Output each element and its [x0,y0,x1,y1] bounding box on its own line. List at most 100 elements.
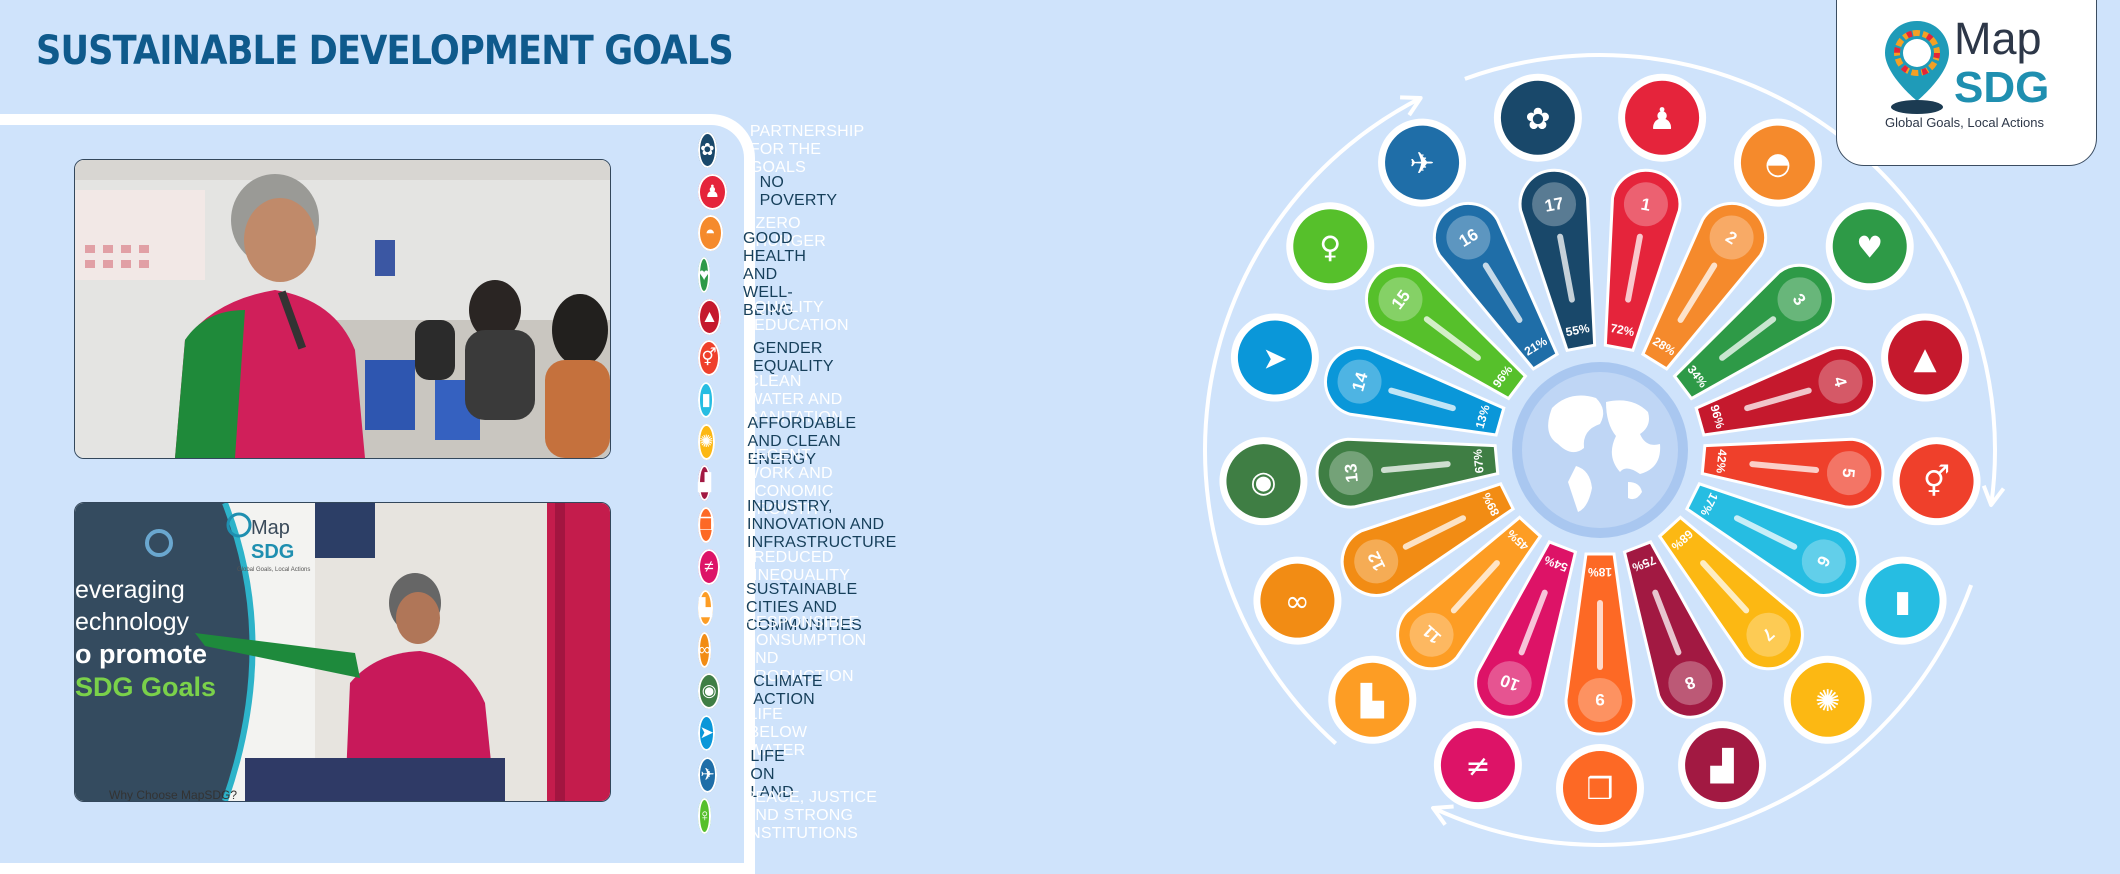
goal-item: ≠ REDUCED INEQUALITY [698,548,864,586]
goal-label: LIFE BELOW WATER [748,706,808,760]
goal-label: PEACE, JUSTICE AND STRONG INSTITUTIONS [744,789,878,843]
mapsdg-logo-card: Map SDG Global Goals, Local Actions [1836,0,2097,166]
petal-goal-9: 9 18% ❒ [1556,552,1644,832]
slide-line-2: echnology [75,608,189,636]
heartbeat-icon: ♥ [698,256,711,293]
goal-label: QUALITY EDUCATION [753,298,849,334]
petal-goal-14: 14 13% ➤ [1230,313,1506,437]
goal-label: DECENT WORK AND ECONOMIC GROWTH [744,447,834,519]
family-icon: ♟ [1649,102,1676,137]
slide-logo-sdg: SDG [251,541,294,563]
petal-percent: 55% [1564,321,1591,339]
growth-chart-icon: ▟ [698,465,712,502]
page-title: SUSTAINABLE DEVELOPMENT GOALS [36,28,734,74]
bulb-icon: ✺ [1815,684,1840,719]
goal-item: ▮ CLEAN WATER AND SANITATION [698,373,863,426]
fish-icon: ➤ [698,715,716,752]
sdg-wheel: 172%♟228%◓334%♥496%▲542%⚥617%▮768%✺875%▟… [1203,53,2006,847]
heartbeat-icon: ♥ [1856,230,1883,265]
petal-percent: 42% [1713,449,1729,475]
infinity-icon: ∞ [698,631,712,668]
logo-tagline: Global Goals, Local Actions [1885,115,2044,130]
gender-icon: ⚥ [1923,464,1950,500]
gender-icon: ⚥ [698,340,720,377]
cubes-icon: ❒ [698,506,714,543]
goal-label: GOOD HEALTH AND WELL-BEING [743,229,807,319]
dove-icon: ✈ [1409,147,1434,182]
microphone-icon: ♀ [1319,230,1341,265]
slide-line-1: everaging [75,576,185,604]
goal-label: PARTNERSHIP FOR THE GOALS [749,123,865,176]
goal-label: NO POVERTY [759,173,838,209]
petal-number: 1 [1639,195,1652,215]
petal-goal-4: 496%▲ [1694,313,1970,437]
goal-label: SUSTAINABLE CITIES AND COMMUNITIES [746,581,863,635]
petal-number: 14 [1348,370,1372,394]
petal-number: 5 [1839,467,1859,478]
petal-goal-1: 1 72% ♟ [1603,73,1707,353]
petal-goal-2: 228%◓ [1640,118,1822,371]
growth-chart-icon: ▟ [1710,748,1735,784]
goal-item: ✺ AFFORDABLE AND CLEAN ENERGY [698,415,876,468]
water-bottle-icon: ▮ [698,381,715,418]
goal-item: ◉CLIMATE ACTION [698,672,837,710]
goal-item: ♟ NO POVERTY [698,173,845,211]
bowl-icon: ◓ [1765,147,1791,182]
bulb-icon: ✺ [698,423,715,460]
slide-line-4: SDG Goals [75,672,216,702]
petal-percent: 72% [1609,321,1636,339]
dove-icon: ✈ [698,756,718,793]
goal-label: REDUCED INEQUALITY [752,548,851,584]
goal-item: ∞RESPONSIBLE CONSUMPTION AND PRODUCTION [698,614,889,685]
goal-item: ✿ PARTNERSHIP FOR THE GOALS [698,123,881,176]
graduation-cap-icon: ▲ [1914,342,1937,377]
slide-logo-map: Map [251,517,290,539]
goal-label: CLEAN WATER AND SANITATION [747,372,843,426]
graduation-cap-icon: ▲ [698,298,721,335]
partnership-icon: ✿ [1525,102,1550,137]
goal-item: ➤ LIFE BELOW WATER [698,706,826,759]
petal-number: 13 [1341,463,1362,484]
not-equal-icon: ≠ [1465,749,1490,784]
globe-icon [1512,362,1688,538]
logo-sdg-text: SDG [1954,63,2050,112]
goal-label: INDUSTRY, INNOVATION AND INFRASTRUCTURE [746,497,897,551]
petal-number: 17 [1543,194,1565,216]
fish-icon: ➤ [1262,342,1287,377]
petal-number: 9 [1595,690,1604,709]
event-photo-presenter: everaging echnology o promote SDG Goals … [74,502,611,802]
petal-percent: 96% [1707,403,1727,430]
cubes-icon: ❒ [1587,772,1614,807]
goal-item: ♀ PEACE, JUSTICE AND STRONG INSTITUTIONS [698,789,881,842]
event-photo-speaker [74,159,611,459]
bowl-icon: ◓ [698,215,723,252]
petal-percent: 13% [1473,403,1493,430]
family-icon: ♟ [698,173,727,210]
petal-percent: 18% [1588,565,1612,579]
map-pin-icon [1885,21,1949,114]
city-icon: ▙ [698,590,714,627]
goal-label: GENDER EQUALITY [753,340,834,376]
not-equal-icon: ≠ [698,548,720,585]
petal-percent: 67% [1470,448,1486,474]
goal-label: LIFE ON LAND [750,747,794,801]
infinity-icon: ∞ [1285,585,1310,620]
goal-item: ✈ LIFE ON LAND [698,748,810,801]
slide-footer: Why Choose MapSDG? [109,788,237,801]
petal-goal-17: 17 55% ✿ [1493,73,1597,353]
microphone-icon: ♀ [698,798,712,835]
goal-item: ◓ZERO HUNGER [698,214,838,252]
goal-item: ▲ QUALITY EDUCATION [698,298,862,336]
partnership-icon: ✿ [698,132,717,168]
slide-logo-tagline: Global Goals, Local Actions [237,567,310,573]
water-bottle-icon: ▮ [1894,585,1911,620]
city-icon: ▙ [1360,683,1385,719]
petal-goal-5: 5 42% ⚥ [1700,437,1981,526]
goal-label: AFFORDABLE AND CLEAN ENERGY [747,414,857,468]
